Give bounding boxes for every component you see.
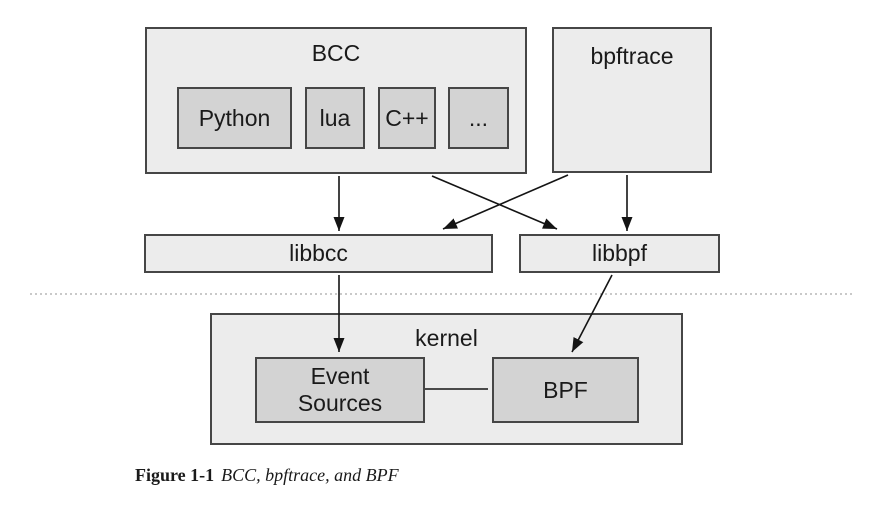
bcc-box: BCC Python lua C++ ... [145, 27, 527, 174]
python-box: Python [177, 87, 292, 149]
cpp-label: C++ [385, 104, 429, 131]
bpftrace-label: bpftrace [590, 43, 674, 69]
bcc-label: BCC [311, 40, 361, 66]
kernel-label: kernel [415, 325, 478, 351]
figure-caption-title: BCC, bpftrace, and BPF [221, 465, 399, 485]
lua-label: lua [319, 104, 351, 131]
libbcc-label: libbcc [289, 240, 348, 266]
event-sources-label-line2: Sources [297, 390, 383, 416]
ellipsis-label: ... [468, 104, 489, 131]
libbpf-box: libbpf [519, 234, 720, 273]
ellipsis-box: ... [448, 87, 509, 149]
bpf-label: BPF [543, 376, 588, 403]
event-sources-label-line1: Event [310, 363, 370, 389]
libbcc-box: libbcc [144, 234, 493, 273]
event-sources-box: Event Sources [255, 357, 425, 423]
cpp-box: C++ [378, 87, 436, 149]
arrow-bcc-to-libbpf [431, 175, 558, 230]
bpftrace-box: bpftrace [552, 27, 712, 173]
bpf-box: BPF [492, 357, 639, 423]
lua-box: lua [305, 87, 365, 149]
python-label: Python [198, 104, 271, 131]
arrow-bpftrace-to-libbcc [442, 174, 569, 230]
figure-caption-label: Figure 1-1 [135, 465, 215, 485]
kernel-box: kernel Event Sources BPF [210, 313, 683, 445]
libbpf-label: libbpf [592, 240, 647, 266]
figure-caption: Figure 1-1 BCC, bpftrace, and BPF [135, 465, 399, 486]
